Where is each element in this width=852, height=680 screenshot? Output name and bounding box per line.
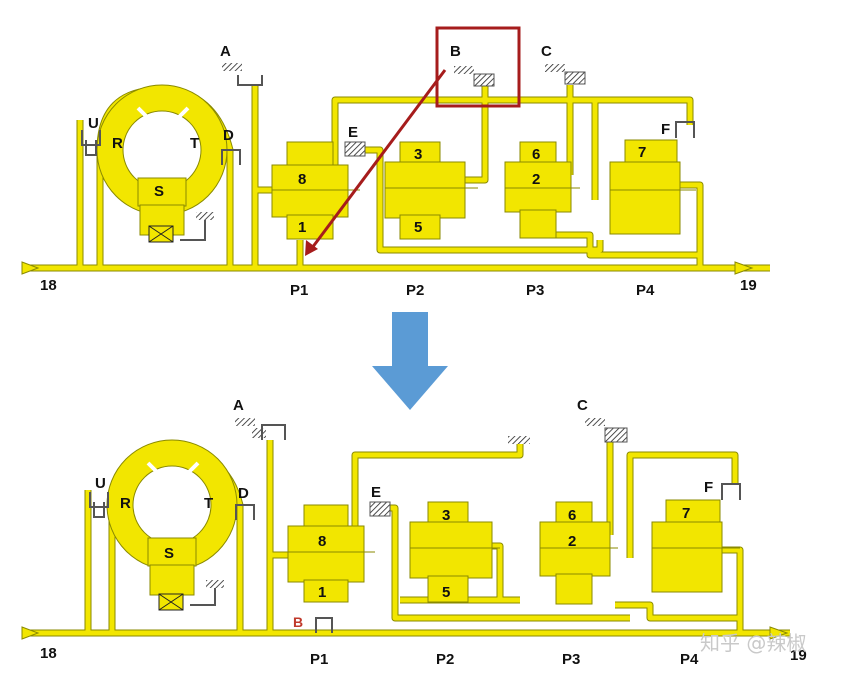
top-label-A: A <box>220 43 231 60</box>
bottom-planet-P2 <box>409 501 500 603</box>
top-gear-1: 1 <box>298 219 306 236</box>
top-label-F: F <box>661 121 670 138</box>
bottom-label-R: R <box>120 495 131 512</box>
bottom-brakes <box>235 418 741 633</box>
top-planet-P3 <box>504 141 580 239</box>
bottom-inlet-18: 18 <box>40 645 57 662</box>
bottom-planet-label-3: P3 <box>562 651 580 668</box>
top-label-C: C <box>541 43 552 60</box>
bottom-planet-P1 <box>287 504 375 603</box>
top-ring-gear <box>81 84 228 243</box>
bottom-gear-5: 5 <box>442 584 450 601</box>
top-flow-arrows <box>21 261 754 275</box>
bottom-label-D: D <box>238 485 249 502</box>
top-brake-F <box>675 121 695 138</box>
top-brakes <box>221 63 695 165</box>
top-inlet-18: 18 <box>40 277 57 294</box>
top-label-T: T <box>190 135 199 152</box>
watermark: 知乎 @辣椒 <box>700 631 806 655</box>
bottom-gear-3: 3 <box>442 507 450 524</box>
bottom-label-T: T <box>204 495 213 512</box>
bottom-planet-label-1: P1 <box>310 651 328 668</box>
top-planet-P2 <box>384 141 478 240</box>
bottom-flow-arrows <box>21 626 789 640</box>
bottom-labels: A C D E F B U R T S 8 1 3 5 6 2 7 18 19 … <box>40 397 807 668</box>
bottom-brake-B-released <box>508 436 530 444</box>
bottom-gear-7: 7 <box>682 505 690 522</box>
bottom-gear-8: 8 <box>318 533 326 550</box>
bottom-gear-6: 6 <box>568 507 576 524</box>
top-label-U: U <box>88 115 99 132</box>
bottom-planet-P4 <box>651 499 740 593</box>
bottom-ring-gear <box>89 439 238 611</box>
bottom-label-S: S <box>164 545 174 562</box>
bottom-gear-2: 2 <box>568 533 576 550</box>
top-planet-label-2: P2 <box>406 282 424 299</box>
top-label-S: S <box>154 183 164 200</box>
top-brake-A <box>222 63 263 86</box>
top-planet-label-3: P3 <box>526 282 544 299</box>
top-gear-3: 3 <box>414 146 422 163</box>
top-gear-5: 5 <box>414 219 422 236</box>
bottom-brake-A <box>235 418 286 440</box>
top-labels: A B C D E F U R T S 8 1 3 5 6 2 7 18 19 … <box>40 43 757 299</box>
top-label-R: R <box>112 135 123 152</box>
bottom-brake-C <box>585 418 628 443</box>
top-label-B: B <box>450 43 461 60</box>
transition-arrow <box>372 312 448 410</box>
top-label-D: D <box>223 127 234 144</box>
bottom-label-B: B <box>293 614 303 630</box>
bottom-label-U: U <box>95 475 106 492</box>
bottom-brake-E <box>369 501 391 517</box>
top-highlight <box>305 26 521 256</box>
top-gear-8: 8 <box>298 171 306 188</box>
red-arrow <box>310 69 447 249</box>
bottom-label-C: C <box>577 397 588 414</box>
top-outlet-19: 19 <box>740 277 757 294</box>
top-planet-P1 <box>271 141 360 240</box>
top-brake-D <box>221 149 241 165</box>
bottom-planet-label-4: P4 <box>680 651 699 668</box>
bottom-brake-D <box>235 504 255 520</box>
top-label-E: E <box>348 124 358 141</box>
top-planet-P4 <box>609 139 696 235</box>
top-planet-label-4: P4 <box>636 282 655 299</box>
bottom-label-F: F <box>704 479 713 496</box>
bottom-planet-P3 <box>539 501 618 605</box>
bottom-brake-F <box>721 483 741 500</box>
top-brake-C <box>545 64 586 85</box>
top-gear-6: 6 <box>532 146 540 163</box>
top-gear-2: 2 <box>532 171 540 188</box>
bottom-outlet-19: 19 <box>790 647 807 664</box>
bottom-planet-label-2: P2 <box>436 651 454 668</box>
bottom-gear-1: 1 <box>318 584 326 601</box>
bottom-label-E: E <box>371 484 381 501</box>
top-planet-sets <box>271 139 696 240</box>
top-brake-B <box>454 66 495 87</box>
top-planet-label-1: P1 <box>290 282 308 299</box>
bottom-label-A: A <box>233 397 244 414</box>
brake-B-highlight-box <box>435 26 521 108</box>
top-brake-E <box>344 141 366 157</box>
bottom-brake-B-new <box>315 617 333 633</box>
top-gear-7: 7 <box>638 144 646 161</box>
bottom-planet-sets <box>287 499 740 605</box>
